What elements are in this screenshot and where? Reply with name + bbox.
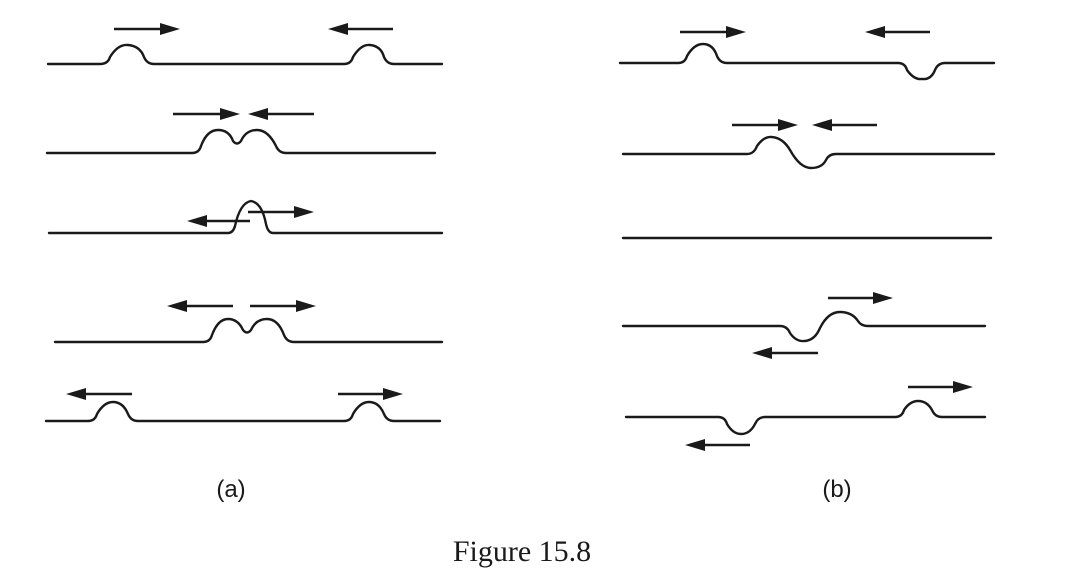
string-a2 xyxy=(45,128,437,155)
string-b2 xyxy=(621,135,996,170)
string-a1 xyxy=(46,43,444,66)
panel-b-row-2 xyxy=(621,119,996,170)
arrow-left-icon xyxy=(685,439,750,451)
arrow-left-icon xyxy=(167,300,233,312)
panel-b-row-1 xyxy=(618,26,996,81)
arrow-left-icon xyxy=(865,26,930,38)
figure-caption: Figure 15.8 xyxy=(453,535,591,568)
arrow-left-icon xyxy=(248,108,314,120)
arrow-left-icon xyxy=(752,347,818,359)
arrow-right-icon xyxy=(248,206,314,218)
string-a5 xyxy=(44,400,442,423)
arrow-right-icon xyxy=(250,300,316,312)
panel-a-row-3 xyxy=(47,199,444,235)
arrow-left-icon xyxy=(66,388,132,400)
arrow-right-icon xyxy=(338,388,403,400)
panel-a-row-4 xyxy=(53,300,444,344)
string-a4 xyxy=(53,317,444,344)
panel-b-row-5 xyxy=(624,381,987,451)
arrow-right-icon xyxy=(828,292,893,304)
arrow-left-icon xyxy=(328,23,393,35)
arrow-right-icon xyxy=(732,119,798,131)
panel-a-row-2 xyxy=(45,108,437,155)
string-b5 xyxy=(624,399,987,436)
arrow-left-icon xyxy=(812,119,877,131)
arrow-right-icon xyxy=(114,23,180,35)
arrow-right-icon xyxy=(680,26,746,38)
string-b1 xyxy=(618,42,996,81)
panel-b-label: (b) xyxy=(822,476,851,503)
panel-b: (b) xyxy=(618,26,996,503)
panel-b-row-4 xyxy=(621,292,987,359)
string-a3 xyxy=(47,199,444,235)
arrow-right-icon xyxy=(908,381,973,393)
string-b4 xyxy=(621,310,987,343)
arrow-right-icon xyxy=(173,108,240,120)
panel-a-label: (a) xyxy=(216,476,245,503)
panel-a: (a) xyxy=(44,23,444,503)
arrow-left-icon xyxy=(187,215,250,227)
panel-a-row-5 xyxy=(44,388,442,423)
panel-a-row-1 xyxy=(46,23,444,66)
